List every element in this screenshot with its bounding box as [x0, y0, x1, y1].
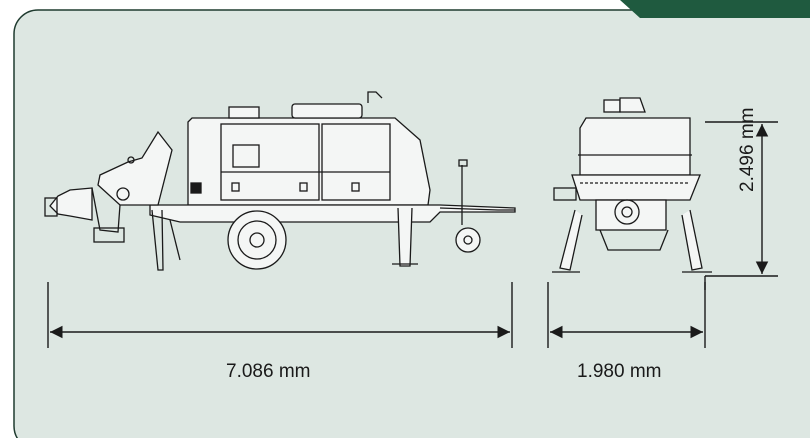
width-label: 1.980 mm: [577, 361, 662, 382]
length-label: 7.086 mm: [226, 361, 311, 382]
corner-accent: [620, 0, 810, 18]
dimension-lines: [47, 121, 778, 348]
height-label: 2.496 mm: [736, 107, 758, 192]
side-view-drawing: [44, 91, 516, 271]
front-view-drawing: [552, 97, 712, 273]
